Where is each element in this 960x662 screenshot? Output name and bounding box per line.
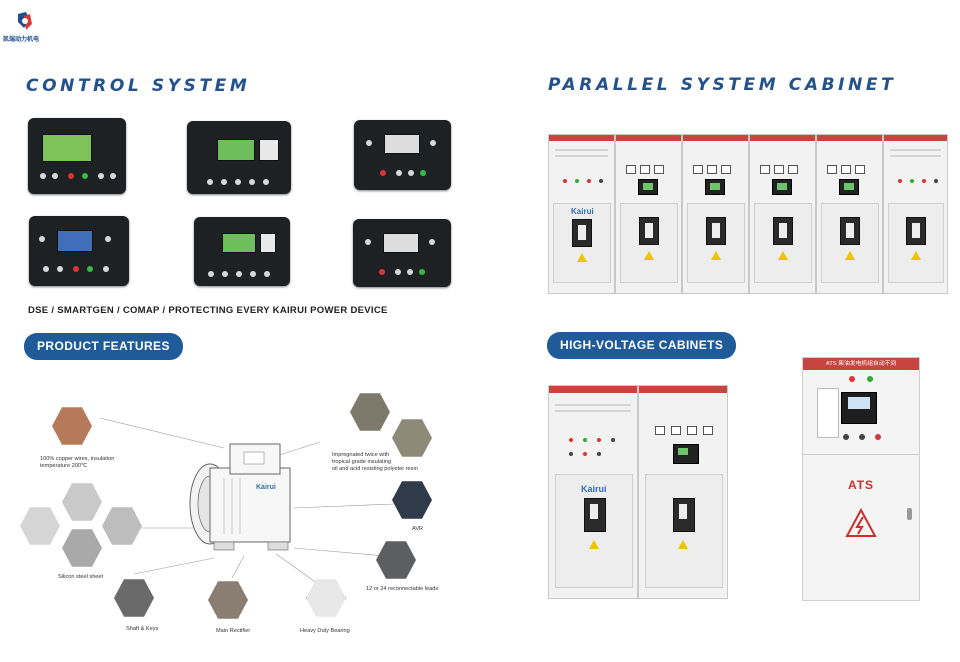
warning-icon bbox=[911, 251, 921, 260]
controller-unit bbox=[29, 216, 129, 286]
warning-icon bbox=[644, 251, 654, 260]
controller-unit bbox=[353, 219, 451, 287]
rectifier-label: Main Rectifier bbox=[216, 628, 251, 634]
ats-label: ATS bbox=[847, 478, 875, 492]
silicon-label: Silicon steel sheet bbox=[58, 574, 104, 580]
leads-label: 12 or 24 reconnectable leads bbox=[366, 586, 439, 592]
generator-brand: Kairui bbox=[256, 484, 276, 491]
ats-header: ATS 柴油发电机组自动不间 bbox=[803, 358, 919, 370]
cabinet-panel bbox=[883, 134, 948, 294]
control-system-title: CONTROL SYSTEM bbox=[26, 76, 251, 96]
copper-wire-hex bbox=[52, 407, 92, 445]
silicon-hex bbox=[62, 483, 102, 521]
controller-unit bbox=[187, 121, 291, 194]
silicon-hex-4 bbox=[62, 529, 102, 567]
silicon-hex-2 bbox=[20, 507, 60, 545]
cabinet-panel bbox=[615, 134, 682, 294]
high-voltage-pill: HIGH-VOLTAGE CABINETS bbox=[547, 332, 737, 359]
avr-label: AVR bbox=[412, 526, 424, 532]
cabinet-brand: Kairui bbox=[571, 207, 594, 216]
warning-icon bbox=[589, 540, 599, 549]
warning-icon bbox=[577, 253, 587, 262]
shaft-hex bbox=[114, 579, 154, 617]
controller-unit bbox=[194, 217, 290, 286]
bearing-label: Heavy Duty Bearing bbox=[300, 628, 350, 634]
generator-illustration: Kairui bbox=[184, 438, 304, 558]
control-caption: DSE / SMARTGEN / COMAP / PROTECTING EVER… bbox=[28, 305, 388, 316]
parallel-system-title: PARALLEL SYSTEM CABINET bbox=[548, 75, 897, 95]
ats-controller bbox=[841, 392, 877, 424]
silicon-hex-3 bbox=[102, 507, 142, 545]
logo-text: 凯瑞动力机电 bbox=[3, 37, 40, 43]
warning-icon bbox=[778, 251, 788, 260]
controller-unit bbox=[354, 120, 451, 190]
warning-icon bbox=[711, 251, 721, 260]
controller-unit bbox=[28, 118, 126, 194]
cabinet-panel bbox=[682, 134, 749, 294]
ats-cabinet-image: ATS 柴油发电机组自动不间 ATS bbox=[802, 357, 920, 601]
shaft-label: Shaft & Keys bbox=[126, 626, 159, 632]
parallel-cabinet-image: Kairui bbox=[548, 134, 948, 294]
cabinet-panel: Kairui bbox=[548, 134, 615, 294]
cabinet-panel bbox=[749, 134, 816, 294]
warning-icon bbox=[678, 540, 688, 549]
high-voltage-warning-icon bbox=[845, 508, 877, 537]
high-voltage-cabinet-image: Kairui bbox=[548, 385, 728, 599]
cabinet-panel bbox=[816, 134, 883, 294]
rectifier-hex bbox=[208, 581, 248, 619]
warning-icon bbox=[845, 251, 855, 260]
cabinet-panel bbox=[638, 385, 728, 599]
hv-brand: Kairui bbox=[581, 484, 607, 494]
kairui-logo-icon bbox=[18, 12, 32, 30]
product-features-pill: PRODUCT FEATURES bbox=[24, 333, 183, 360]
cabinet-panel: Kairui bbox=[548, 385, 638, 599]
